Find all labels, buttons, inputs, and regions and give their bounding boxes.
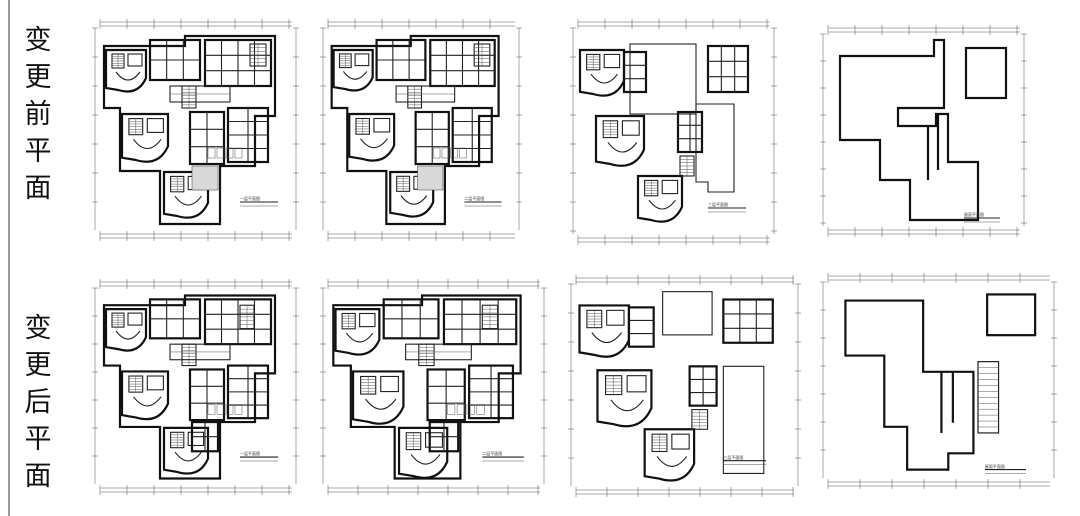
floor-plan-before-3: 三层平面图 [568, 16, 778, 248]
plan-drawing [92, 19, 299, 241]
label-char: 更 [24, 62, 52, 93]
row-label-before: 变 更 前 平 面 [20, 22, 56, 207]
plan-drawing [92, 279, 299, 495]
plan-drawing [320, 19, 522, 241]
label-char: 更 [24, 350, 52, 381]
plan-title: 一层平面图 [240, 451, 260, 457]
label-char: 后 [24, 387, 52, 418]
floor-plan-after-1: 一层平面图 [90, 276, 300, 498]
label-char: 面 [24, 173, 52, 204]
plan-title: 二层平面图 [482, 451, 503, 457]
roof-plan-before: 屋面平面图 [818, 22, 1028, 240]
roof-plan-after: 屋面平面图 [818, 270, 1058, 492]
label-char: 面 [24, 461, 52, 492]
floor-plan-before-1: 一层平面图 [90, 16, 300, 244]
plan-title: 二层平面图 [464, 196, 485, 201]
label-char: 变 [24, 25, 52, 56]
left-divider-rule [8, 0, 10, 516]
floor-plan-after-3: 三层平面图 [566, 272, 802, 500]
plan-title: 三层平面图 [723, 454, 744, 460]
floor-plan-after-2: 二层平面图 [318, 276, 548, 498]
floor-plan-before-2: 二层平面图 [318, 16, 523, 244]
plan-drawing [320, 279, 547, 495]
plan-title: 一层平面图 [240, 196, 260, 201]
plan-title: 三层平面图 [708, 202, 728, 207]
plan-drawing [820, 273, 1057, 489]
plan-drawing [568, 275, 801, 497]
plan-drawing [570, 19, 777, 245]
plan-title: 屋面平面图 [964, 212, 984, 217]
label-char: 前 [24, 99, 52, 130]
label-char: 变 [24, 313, 52, 344]
plan-drawing [820, 25, 1027, 237]
label-char: 平 [24, 424, 52, 455]
row-label-after: 变 更 后 平 面 [20, 310, 56, 495]
label-char: 平 [24, 136, 52, 167]
plan-title: 屋面平面图 [984, 463, 1005, 469]
